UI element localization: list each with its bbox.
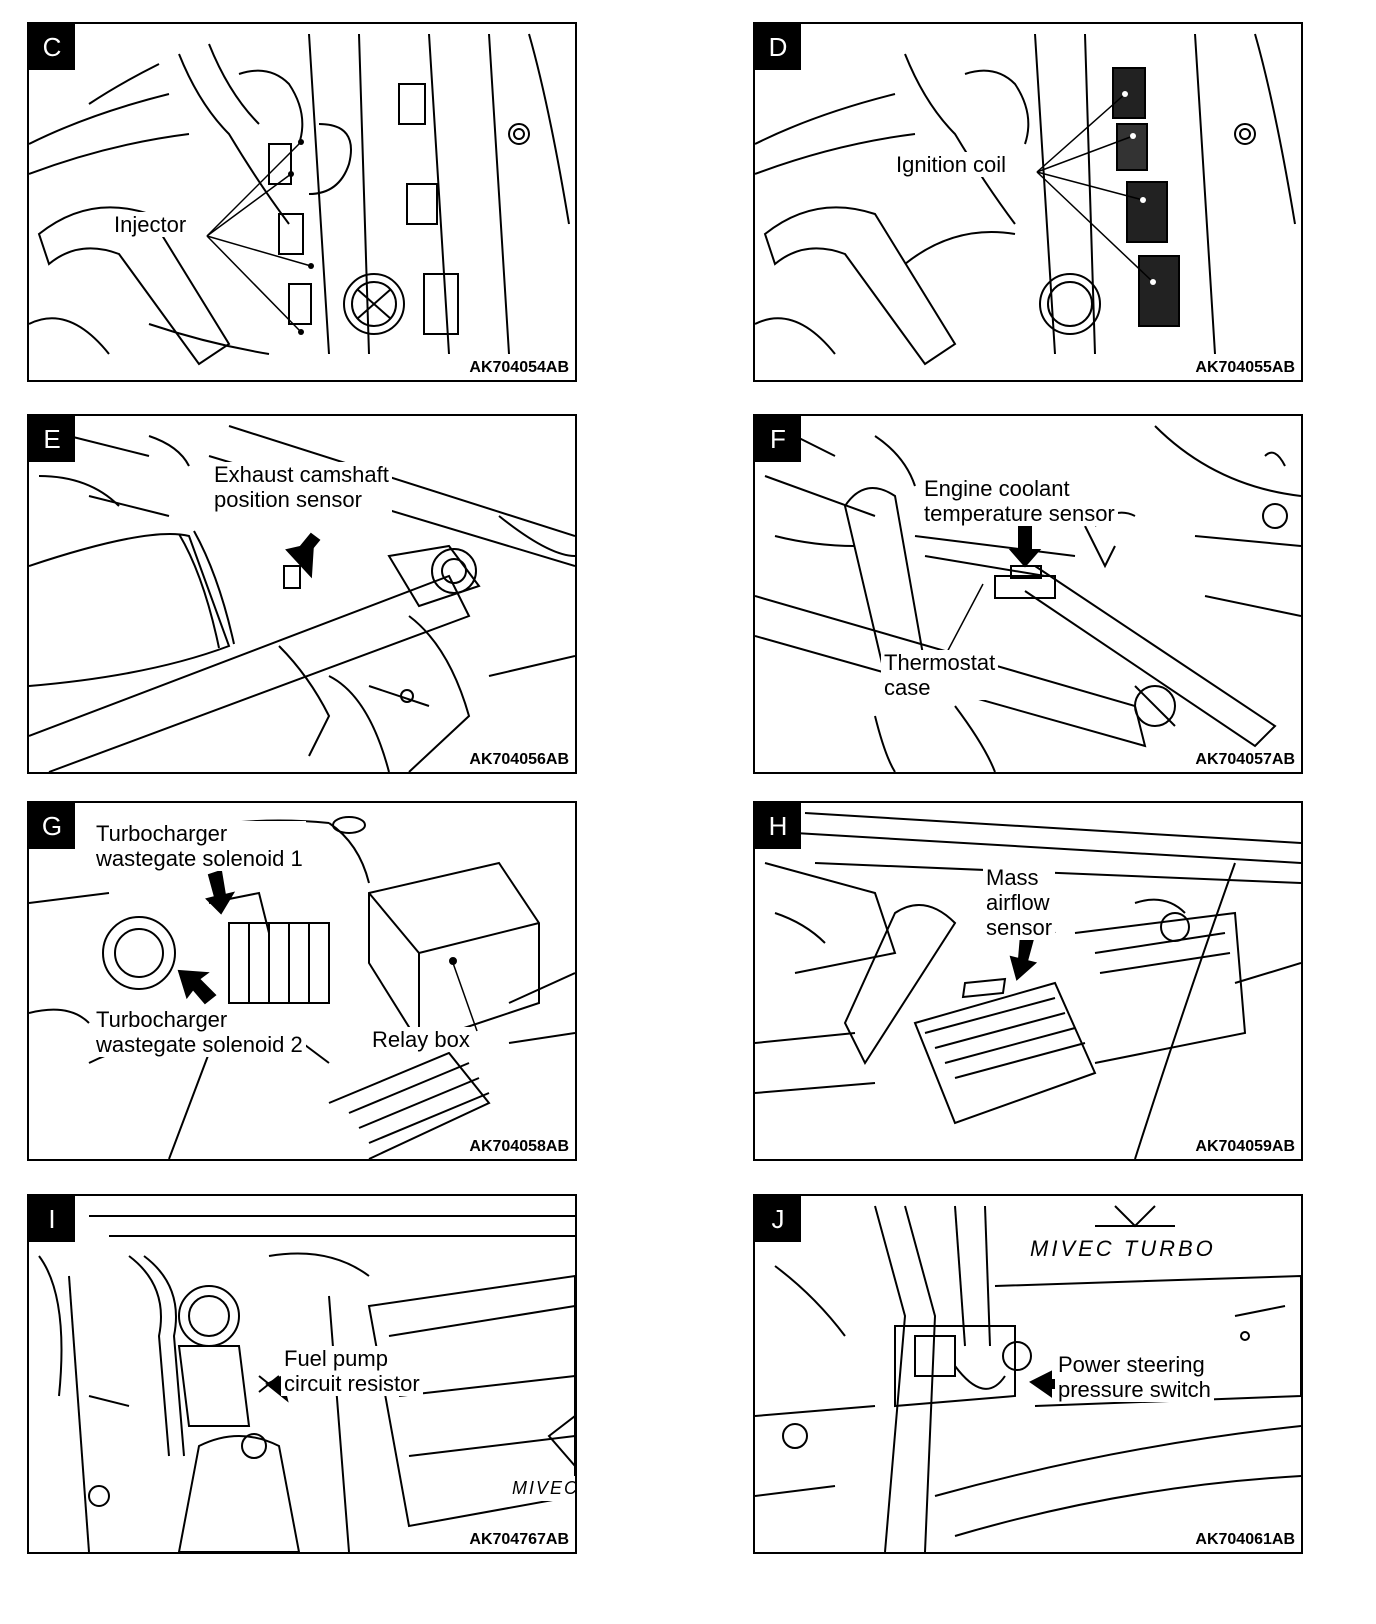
fuel-pump-resistor-label: Fuel pump circuit resistor bbox=[281, 1346, 423, 1396]
figure-code: AK704059AB bbox=[1193, 1137, 1297, 1157]
ignition-coil-illustration bbox=[755, 33, 1296, 366]
panel-letter: D bbox=[755, 24, 801, 70]
wastegate-solenoid-1-label: Turbocharger wastegate solenoid 1 bbox=[93, 821, 306, 871]
label-line: Injector bbox=[114, 212, 187, 237]
panel-letter: G bbox=[29, 803, 75, 849]
figure-code: AK704057AB bbox=[1193, 750, 1297, 770]
injector-label: Injector bbox=[111, 212, 190, 237]
figure-code: AK704061AB bbox=[1193, 1530, 1297, 1550]
power-steering-label: Power steering pressure switch bbox=[1055, 1352, 1214, 1402]
panel-h: H Mass airflow sensor AK704059AB bbox=[753, 801, 1303, 1161]
panel-i: I Fuel pump circuit resistor MIVEC AK704… bbox=[27, 1194, 577, 1554]
panel-letter: E bbox=[29, 416, 75, 462]
panel-f: F Engine coolant temperature sensor Ther… bbox=[753, 414, 1303, 774]
panel-c: C Injector AK704054AB bbox=[27, 22, 577, 382]
panel-g: G Turbocharger wastegate solenoid 1 Turb… bbox=[27, 801, 577, 1161]
label-line: sensor bbox=[986, 915, 1053, 940]
engine-coolant-sensor-illustration bbox=[755, 425, 1301, 772]
mivec-logo: MIVEC bbox=[509, 1476, 575, 1501]
figure-code: AK704058AB bbox=[467, 1137, 571, 1157]
figure-code: AK704054AB bbox=[467, 358, 571, 378]
figure-code: AK704767AB bbox=[467, 1530, 571, 1550]
mass-airflow-label: Mass airflow sensor bbox=[983, 865, 1056, 940]
figure-code: AK704056AB bbox=[467, 750, 571, 770]
label-line: Relay box bbox=[372, 1027, 470, 1052]
label-line: Engine coolant bbox=[924, 476, 1070, 501]
label-line: wastegate solenoid 2 bbox=[96, 1032, 303, 1057]
mivec-turbo-logo: MIVEC TURBO bbox=[1027, 1236, 1219, 1261]
label-line: Thermostat bbox=[884, 650, 996, 675]
panel-letter: F bbox=[755, 416, 801, 462]
label-line: pressure switch bbox=[1058, 1377, 1211, 1402]
label-line: temperature sensor bbox=[924, 501, 1115, 526]
panel-d: D Ignition coil AK704055AB bbox=[753, 22, 1303, 382]
label-line: airflow bbox=[986, 890, 1050, 915]
engine-coolant-label: Engine coolant temperature sensor bbox=[921, 476, 1118, 526]
label-line: case bbox=[884, 675, 931, 700]
figure-code: AK704055AB bbox=[1193, 358, 1297, 378]
panel-letter: J bbox=[755, 1196, 801, 1242]
label-line: Power steering bbox=[1058, 1352, 1205, 1377]
panel-letter: H bbox=[755, 803, 801, 849]
mass-airflow-sensor-illustration bbox=[755, 812, 1301, 1159]
panel-letter: I bbox=[29, 1196, 75, 1242]
exhaust-camshaft-label: Exhaust camshaft position sensor bbox=[211, 462, 392, 512]
thermostat-case-label: Thermostat case bbox=[881, 650, 999, 700]
exhaust-camshaft-sensor-illustration bbox=[29, 425, 575, 772]
injector-illustration bbox=[29, 33, 570, 366]
label-line: Exhaust camshaft bbox=[214, 462, 389, 487]
label-line: circuit resistor bbox=[284, 1371, 420, 1396]
label-line: wastegate solenoid 1 bbox=[96, 846, 303, 871]
panel-letter: C bbox=[29, 24, 75, 70]
label-line: Fuel pump bbox=[284, 1346, 388, 1371]
panel-j: J MIVEC TURBO Power steering pressure sw… bbox=[753, 1194, 1303, 1554]
label-line: Ignition coil bbox=[896, 152, 1007, 177]
label-line: position sensor bbox=[214, 487, 362, 512]
label-line: Turbocharger bbox=[96, 821, 228, 846]
label-line: Mass bbox=[986, 865, 1039, 890]
panel-e: E Exhaust camshaft position sensor AK704… bbox=[27, 414, 577, 774]
ignition-coil-label: Ignition coil bbox=[893, 152, 1010, 177]
wastegate-solenoid-2-label: Turbocharger wastegate solenoid 2 bbox=[93, 1007, 306, 1057]
label-line: Turbocharger bbox=[96, 1007, 228, 1032]
relay-box-label: Relay box bbox=[369, 1027, 473, 1052]
